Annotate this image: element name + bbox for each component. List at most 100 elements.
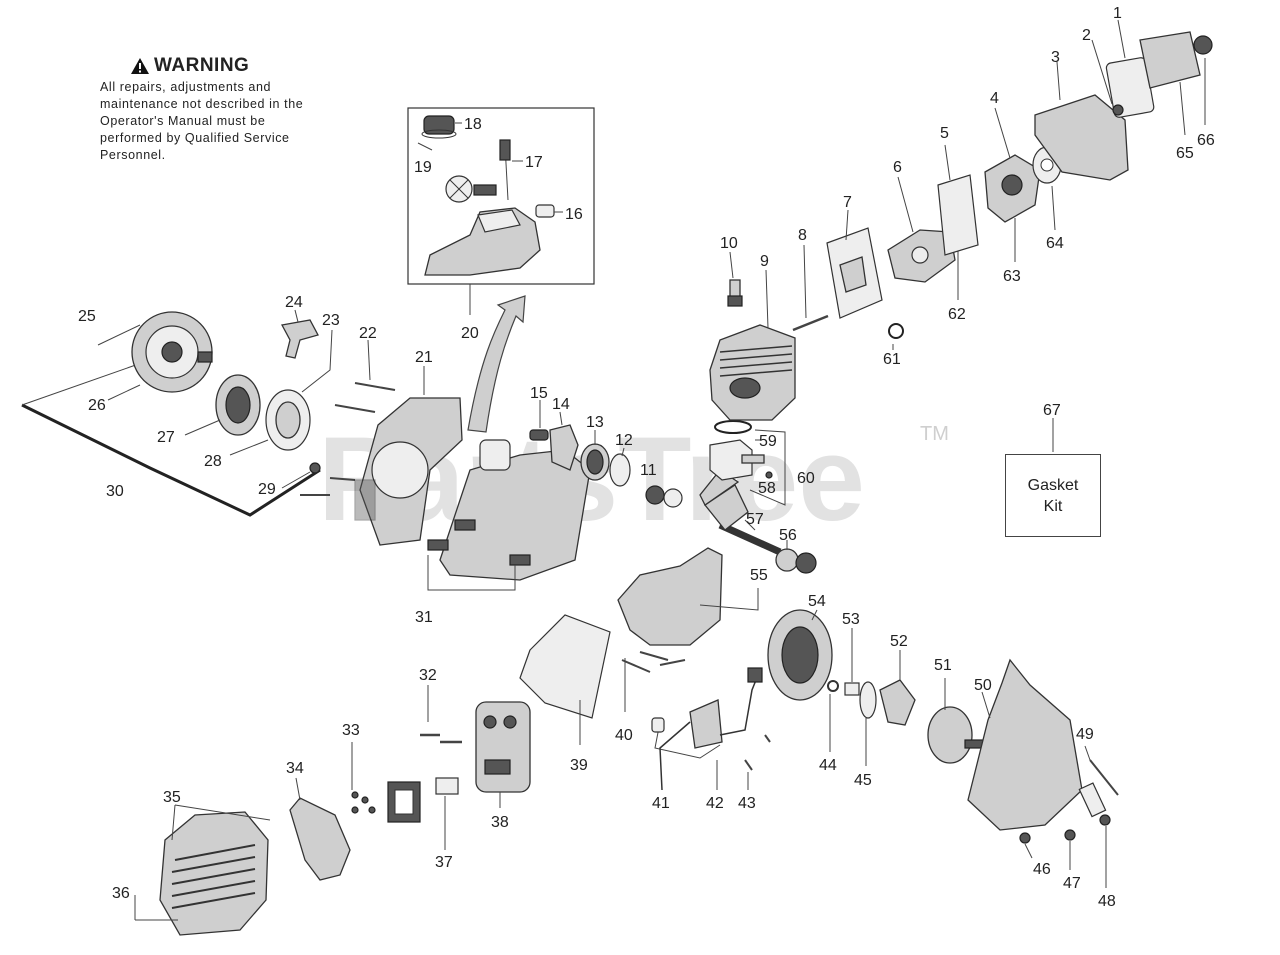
grommet bbox=[535, 204, 555, 218]
washer-45 bbox=[859, 681, 877, 719]
callout-5: 5 bbox=[940, 125, 949, 142]
gasket-kit-line1: Gasket bbox=[1027, 476, 1079, 494]
fuel-tank-inset-frame bbox=[407, 107, 595, 285]
callout-10: 10 bbox=[720, 235, 738, 252]
fuel-cap bbox=[421, 115, 457, 139]
gasket-kit-line2: Kit bbox=[1043, 497, 1063, 515]
callout-15: 15 bbox=[530, 385, 548, 402]
callout-54: 54 bbox=[808, 593, 826, 610]
callout-1: 1 bbox=[1113, 5, 1122, 22]
callout-44: 44 bbox=[819, 757, 837, 774]
bearing-56b bbox=[795, 552, 817, 574]
piston bbox=[709, 439, 765, 481]
callout-20: 20 bbox=[461, 325, 479, 342]
crankcase bbox=[617, 547, 723, 646]
air-filter-housing bbox=[1034, 94, 1129, 181]
o-ring-61 bbox=[888, 323, 904, 339]
callout-58: 58 bbox=[758, 480, 776, 497]
callout-32: 32 bbox=[419, 667, 437, 684]
warning-triangle-icon bbox=[131, 58, 149, 74]
warning-text: All repairs, adjustments and maintenance… bbox=[100, 80, 304, 162]
arrow-icon bbox=[467, 295, 526, 433]
callout-6: 6 bbox=[893, 159, 902, 176]
callout-38: 38 bbox=[491, 814, 509, 831]
callout-9: 9 bbox=[760, 253, 769, 270]
cylinder bbox=[709, 324, 796, 421]
intake-adapter bbox=[549, 424, 579, 471]
callout-12: 12 bbox=[615, 432, 633, 449]
callout-42: 42 bbox=[706, 795, 724, 812]
callout-4: 4 bbox=[990, 90, 999, 107]
callout-43: 43 bbox=[738, 795, 756, 812]
nut-53 bbox=[844, 682, 860, 696]
callout-64: 64 bbox=[1046, 235, 1064, 252]
spark-arrestor bbox=[435, 777, 459, 795]
callout-57: 57 bbox=[746, 511, 764, 528]
callout-55: 55 bbox=[750, 567, 768, 584]
callout-29: 29 bbox=[258, 481, 276, 498]
nut-2 bbox=[1112, 104, 1124, 116]
heat-shield bbox=[519, 614, 611, 719]
knob-66 bbox=[1193, 35, 1213, 55]
callout-17: 17 bbox=[525, 154, 543, 171]
warning-title: WARNING bbox=[154, 55, 250, 76]
callout-50: 50 bbox=[974, 677, 992, 694]
clamp-12 bbox=[609, 453, 631, 487]
gasket-kit-box: Gasket Kit bbox=[1005, 454, 1101, 537]
filter-disc bbox=[445, 175, 473, 203]
callout-52: 52 bbox=[890, 633, 908, 650]
callout-67: 67 bbox=[1043, 402, 1061, 419]
air-filter-cover bbox=[1139, 31, 1201, 89]
callout-36: 36 bbox=[112, 885, 130, 902]
callout-53: 53 bbox=[842, 611, 860, 628]
flywheel bbox=[767, 609, 833, 701]
piston-ring bbox=[714, 420, 752, 434]
callout-39: 39 bbox=[570, 757, 588, 774]
warning-notice: WARNING All repairs, adjustments and mai… bbox=[100, 55, 330, 164]
bearing-11 bbox=[645, 485, 665, 505]
fuel-tank bbox=[424, 207, 541, 276]
callout-27: 27 bbox=[157, 429, 175, 446]
callout-62: 62 bbox=[948, 306, 966, 323]
fuel-tank-assembly bbox=[427, 439, 591, 581]
callout-65: 65 bbox=[1176, 145, 1194, 162]
watermark-tm: TM bbox=[920, 423, 949, 445]
callout-35: 35 bbox=[163, 789, 181, 806]
callout-18: 18 bbox=[464, 116, 482, 133]
callout-41: 41 bbox=[652, 795, 670, 812]
starter-pulley bbox=[265, 389, 311, 451]
callout-61: 61 bbox=[883, 351, 901, 368]
callout-28: 28 bbox=[204, 453, 222, 470]
carburetor-gasket bbox=[937, 174, 979, 256]
callout-37: 37 bbox=[435, 854, 453, 871]
callout-31: 31 bbox=[415, 609, 433, 626]
callout-13: 13 bbox=[586, 414, 604, 431]
spring-13 bbox=[580, 443, 610, 481]
callout-14: 14 bbox=[552, 396, 570, 413]
warning-heading: WARNING bbox=[130, 55, 330, 77]
engine-cover bbox=[354, 397, 463, 546]
callout-48: 48 bbox=[1098, 893, 1116, 910]
callout-33: 33 bbox=[342, 722, 360, 739]
screw-22 bbox=[334, 404, 376, 413]
carburetor bbox=[984, 154, 1041, 223]
muffler bbox=[475, 701, 531, 793]
callout-66: 66 bbox=[1197, 132, 1215, 149]
callout-3: 3 bbox=[1051, 49, 1060, 66]
callout-60: 60 bbox=[797, 470, 815, 487]
callout-46: 46 bbox=[1033, 861, 1051, 878]
callout-8: 8 bbox=[798, 227, 807, 244]
callout-19: 19 bbox=[414, 159, 432, 176]
callout-24: 24 bbox=[285, 294, 303, 311]
muffler-cover bbox=[159, 811, 269, 936]
starter-group-bracket bbox=[21, 403, 321, 517]
fuel-filter-spring bbox=[473, 184, 497, 196]
callout-49: 49 bbox=[1076, 726, 1094, 743]
callout-21: 21 bbox=[415, 349, 433, 366]
callout-56: 56 bbox=[779, 527, 797, 544]
callout-16: 16 bbox=[565, 206, 583, 223]
callout-34: 34 bbox=[286, 760, 304, 777]
callout-7: 7 bbox=[843, 194, 852, 211]
rewind-spring bbox=[215, 374, 261, 436]
intake-bolt bbox=[529, 429, 549, 441]
